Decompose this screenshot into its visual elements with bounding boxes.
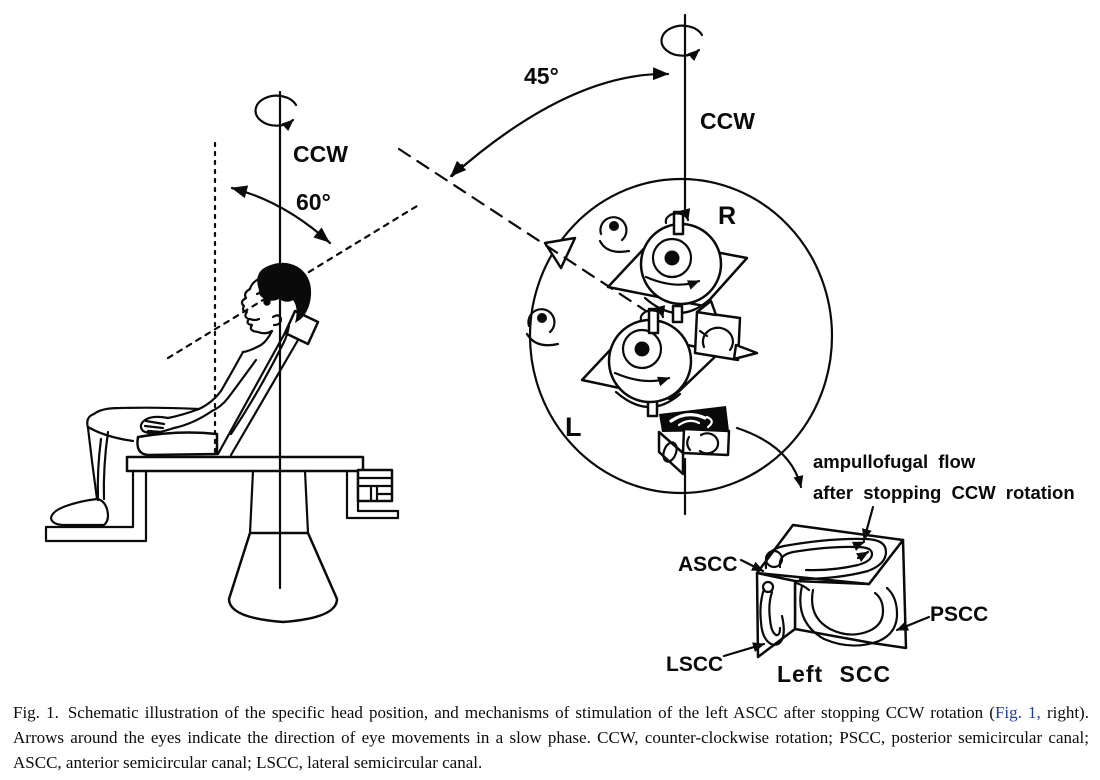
lscc-pointer-arrow xyxy=(722,642,766,658)
right-eye-spindle-rotation-arrow xyxy=(664,208,691,225)
caption-text-after-link: right). Arrows around the eyes indicate … xyxy=(13,703,1089,772)
headrest xyxy=(283,309,320,346)
seated-subject xyxy=(49,262,312,527)
ascc-label: ASCC xyxy=(678,553,738,576)
chair-seat-and-back xyxy=(136,309,320,457)
subject-hair xyxy=(257,262,312,323)
offset-angle-arc-45 xyxy=(449,67,670,178)
right-pupil xyxy=(664,250,680,266)
flow-note-line1: ampullofugal flow xyxy=(813,451,976,472)
left-scc-box xyxy=(657,406,731,476)
box-to-inset-arrow xyxy=(735,426,804,489)
inset-title: Left SCC xyxy=(777,661,891,687)
right-iris xyxy=(651,237,693,279)
rotating-table xyxy=(44,455,400,624)
left-iris xyxy=(621,328,663,370)
ascc-canal xyxy=(764,537,888,581)
angle-45-label: 45° xyxy=(524,63,559,89)
head-plane-dashed-line xyxy=(166,204,419,360)
left-pupil xyxy=(634,341,650,357)
subject-ear xyxy=(271,314,283,327)
figure-illustration: CCW 60° xyxy=(44,13,1075,687)
midline-bold-dashed-line xyxy=(397,147,648,313)
pscc-pointer-arrow xyxy=(895,615,931,632)
right-eye-illustration xyxy=(606,208,749,324)
left-scc-inset: ampullofugal flow after stopping CCW rot… xyxy=(666,451,1075,687)
lscc-canal xyxy=(759,580,785,646)
nose-icon xyxy=(543,236,577,270)
caption-figure-label: Fig. 1. xyxy=(13,703,59,722)
chair-pedestal xyxy=(227,469,339,624)
flow-note-pointer-arrow xyxy=(862,505,875,542)
subject-hand xyxy=(139,415,176,435)
right-scc-box xyxy=(693,299,759,362)
tilt-angle-arc-60 xyxy=(230,185,332,245)
right-panel-head-top-view: CCW 45° R L xyxy=(397,13,834,516)
rotation-direction-arrow-right xyxy=(660,24,704,62)
right-eye-slow-phase-arrow xyxy=(644,275,701,290)
left-eye-slow-phase-arrow xyxy=(613,371,671,387)
caption-text-before-link: Schematic illustration of the specific h… xyxy=(67,703,995,722)
figure-caption: Fig. 1. Schematic illustration of the spe… xyxy=(13,700,1089,775)
lscc-label: LSCC xyxy=(666,653,723,676)
pscc-canal xyxy=(794,581,899,647)
ascc-pointer-arrow xyxy=(739,558,765,573)
ear-curl-icon-upper xyxy=(598,216,631,253)
rotation-direction-arrow-left xyxy=(254,94,298,132)
flow-note-line2: after stopping CCW rotation xyxy=(813,482,1075,503)
left-eye-spindle-rotation-arrow xyxy=(639,305,666,322)
head-outline-circle xyxy=(528,177,834,495)
ccw-label-right: CCW xyxy=(700,108,755,134)
pscc-label: PSCC xyxy=(930,603,988,626)
ear-curl-icon-lower xyxy=(525,308,560,347)
left-side-label: L xyxy=(565,412,582,442)
subject-foot xyxy=(49,497,110,527)
ccw-label-left: CCW xyxy=(293,141,348,167)
caption-figure-link[interactable]: Fig. 1, xyxy=(994,703,1041,722)
footrest xyxy=(44,469,148,543)
left-panel-rotating-chair-scene: CCW 60° xyxy=(44,90,419,624)
angle-60-label: 60° xyxy=(296,189,331,215)
right-side-label: R xyxy=(718,202,736,230)
control-box-icon xyxy=(356,468,394,503)
left-eye-illustration xyxy=(580,305,722,418)
